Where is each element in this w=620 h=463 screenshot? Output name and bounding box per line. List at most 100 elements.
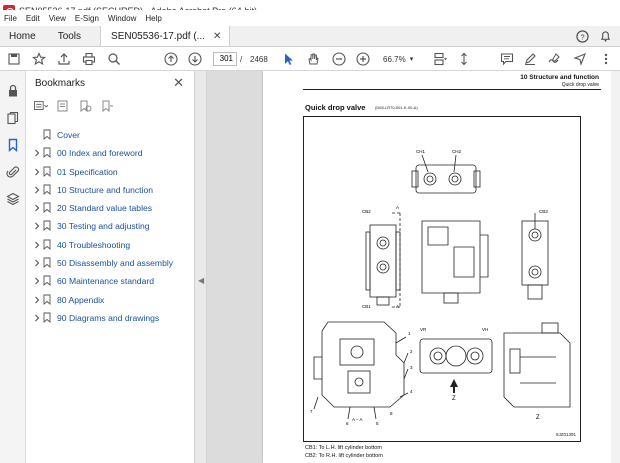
chevron-down-icon: ▾ — [409, 56, 414, 63]
page-header-title: 10 Structure and function — [520, 74, 599, 81]
bookmark-item[interactable]: 90 Diagrams and drawings — [26, 309, 195, 327]
navigation-rail — [0, 71, 26, 463]
panel-splitter[interactable]: ◀ — [195, 71, 207, 463]
menu-esign[interactable]: E-Sign — [74, 13, 99, 23]
chevron-right-icon[interactable] — [34, 259, 40, 267]
label-ch1: CH1 — [416, 149, 426, 154]
layers-icon[interactable] — [6, 192, 20, 206]
bookmark-item[interactable]: 00 Index and foreword — [26, 144, 195, 162]
bookmark-item[interactable]: 80 Appendix — [26, 291, 195, 309]
bookmark-label: 00 Index and foreword — [57, 148, 143, 159]
bookmark-icon — [43, 275, 51, 287]
label-part-1: 1 — [408, 331, 411, 336]
comment-icon[interactable] — [499, 51, 515, 67]
zoom-out-icon[interactable] — [331, 51, 347, 67]
label-part-2: 2 — [410, 349, 413, 354]
label-a-bottom: A — [396, 304, 400, 309]
close-tab-icon[interactable]: ✕ — [213, 30, 222, 42]
tab-document[interactable]: SEN05536-17.pdf (... ✕ — [100, 26, 231, 46]
figure-code: 9JZ01391 — [555, 432, 576, 437]
tab-tools[interactable]: Tools — [57, 30, 82, 42]
zoom-level-select[interactable]: 66.7%▾ — [383, 54, 414, 64]
search-icon[interactable] — [106, 51, 122, 67]
bookmark-icon — [43, 202, 51, 214]
bookmark-item[interactable]: Cover — [26, 126, 195, 144]
menu-view[interactable]: View — [48, 13, 66, 23]
bookmarks-panel-icon[interactable] — [6, 138, 20, 153]
tab-bar: Home Tools SEN05536-17.pdf (... ✕ ? — [0, 26, 620, 47]
label-part-3: 3 — [410, 365, 413, 370]
fill-sign-icon[interactable] — [546, 51, 562, 67]
bookmarks-list: Cover 00 Index and foreword 01 Specificati… — [26, 126, 195, 327]
chevron-right-icon[interactable] — [34, 314, 40, 322]
save-icon[interactable] — [6, 51, 22, 67]
close-panel-icon[interactable]: ✕ — [173, 75, 184, 90]
chevron-right-icon[interactable] — [34, 204, 40, 212]
label-vr: VR — [420, 327, 427, 332]
hand-tool-icon[interactable] — [305, 51, 321, 67]
zoom-in-icon[interactable] — [355, 51, 371, 67]
bookmark-label: 60 Maintenance standard — [57, 276, 154, 287]
scrolling-mode-icon[interactable] — [456, 51, 472, 67]
label-cb1: CB1 — [362, 304, 371, 309]
bookmark-item[interactable]: 50 Disassembly and assembly — [26, 254, 195, 272]
notification-bell-icon[interactable] — [599, 30, 612, 43]
attachments-icon[interactable] — [6, 165, 20, 179]
more-tools-icon[interactable] — [598, 51, 614, 67]
highlight-pen-icon[interactable] — [522, 51, 538, 67]
bookmark-label: 10 Structure and function — [57, 184, 154, 195]
bookmark-item[interactable]: 60 Maintenance standard — [26, 272, 195, 290]
bookmark-item[interactable]: 10 Structure and function — [26, 181, 195, 199]
label-z-center: Z — [452, 396, 456, 402]
caption-cb2: CB2: To R.H. lift cylinder bottom — [305, 453, 383, 459]
select-cursor-icon[interactable] — [281, 51, 297, 67]
menu-file[interactable]: File — [4, 13, 17, 23]
bookmarks-panel: Bookmarks ✕ Cover 00 Index and foreword 01… — [26, 71, 195, 463]
chevron-right-icon[interactable] — [34, 277, 40, 285]
upload-icon[interactable] — [56, 51, 72, 67]
lock-icon[interactable] — [6, 84, 20, 98]
chevron-right-icon[interactable] — [34, 296, 40, 304]
toolbar: 301 / 2468 66.7%▾ — [0, 47, 620, 71]
bookmark-label: 01 Specification — [57, 166, 118, 177]
bookmark-item[interactable]: 20 Standard value tables — [26, 199, 195, 217]
expand-bookmark-icon[interactable] — [100, 100, 114, 112]
chevron-right-icon[interactable] — [34, 222, 40, 230]
bookmark-star-icon[interactable] — [31, 51, 47, 67]
bookmarks-title: Bookmarks — [35, 78, 86, 89]
page-number-input[interactable]: 301 — [213, 52, 237, 66]
next-page-icon[interactable] — [187, 51, 203, 67]
delete-bookmark-icon[interactable] — [78, 100, 92, 112]
previous-page-icon[interactable] — [163, 51, 179, 67]
document-viewport[interactable]: 10 Structure and function Quick drop val… — [207, 71, 620, 463]
label-cb2: CB2 — [362, 209, 371, 214]
chevron-right-icon[interactable] — [34, 168, 40, 176]
bookmark-label: Cover — [57, 130, 80, 140]
bookmark-label: 80 Appendix — [57, 294, 105, 305]
bookmark-item[interactable]: 01 Specification — [26, 163, 195, 181]
share-icon[interactable] — [572, 51, 588, 67]
label-part-4: 4 — [410, 389, 413, 394]
chevron-right-icon[interactable] — [34, 149, 40, 157]
tab-home[interactable]: Home — [9, 30, 36, 42]
page-thumbnails-icon[interactable] — [6, 111, 20, 125]
help-icon[interactable]: ? — [576, 29, 589, 43]
label-vh: VH — [482, 327, 489, 332]
svg-text:?: ? — [580, 32, 584, 41]
vertical-scrollbar[interactable] — [611, 71, 620, 463]
print-icon[interactable] — [81, 51, 97, 67]
chevron-right-icon[interactable] — [34, 186, 40, 194]
new-bookmark-icon[interactable] — [56, 100, 70, 112]
chevron-right-icon[interactable] — [34, 241, 40, 249]
bookmark-item[interactable]: 30 Testing and adjusting — [26, 217, 195, 235]
menu-edit[interactable]: Edit — [25, 13, 40, 23]
menu-help[interactable]: Help — [145, 13, 162, 23]
page-display-icon[interactable] — [432, 51, 448, 67]
bookmark-item[interactable]: 40 Troubleshooting — [26, 236, 195, 254]
page-separator: / — [240, 55, 243, 64]
bookmark-label: 40 Troubleshooting — [57, 239, 131, 250]
bookmark-options-icon[interactable] — [34, 100, 48, 112]
collapse-arrow-icon[interactable]: ◀ — [198, 276, 205, 285]
menu-window[interactable]: Window — [107, 13, 137, 23]
page-total: 2468 — [250, 55, 268, 64]
